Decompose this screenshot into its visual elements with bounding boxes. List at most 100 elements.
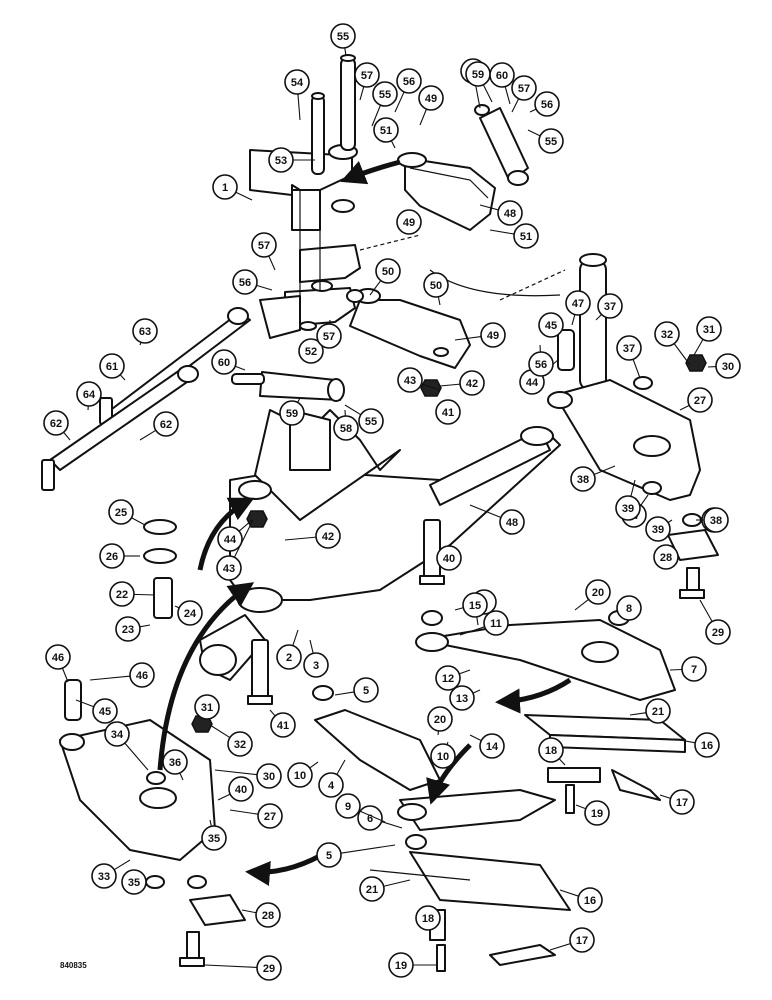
callout-circle bbox=[616, 335, 642, 361]
callout-number: 60 bbox=[496, 70, 508, 82]
callout-number: 40 bbox=[235, 784, 247, 796]
callout-number: 18 bbox=[545, 745, 557, 757]
callout-circle bbox=[715, 353, 741, 379]
callout-number: 50 bbox=[430, 280, 442, 292]
callout-12: 12 bbox=[435, 665, 471, 691]
leader-line bbox=[284, 536, 317, 541]
callout-number: 57 bbox=[361, 70, 373, 82]
callout-circle bbox=[177, 600, 203, 626]
leader-line bbox=[419, 108, 427, 126]
callout-43: 43 bbox=[397, 367, 441, 393]
callout-circle bbox=[129, 662, 155, 688]
callout-circle bbox=[462, 592, 488, 618]
callout-number: 15 bbox=[469, 600, 481, 612]
callout-circle bbox=[415, 905, 441, 931]
leader-line bbox=[476, 616, 479, 626]
leader-line bbox=[699, 599, 713, 622]
callout-circle bbox=[303, 652, 329, 678]
callout-circle bbox=[435, 399, 461, 425]
callout-50: 50 bbox=[369, 258, 401, 296]
leader-line bbox=[309, 639, 314, 654]
leader-line bbox=[381, 821, 403, 829]
callout-number: 52 bbox=[305, 346, 317, 358]
callout-55: 55 bbox=[330, 23, 356, 57]
callout-51: 51 bbox=[373, 117, 399, 149]
callout-circle bbox=[397, 367, 423, 393]
callout-number: 8 bbox=[626, 603, 632, 615]
callout-43: 43 bbox=[216, 519, 254, 581]
callout-number: 21 bbox=[366, 884, 378, 896]
callout-57: 57 bbox=[251, 232, 277, 271]
callout-7: 7 bbox=[669, 656, 707, 682]
callout-circle bbox=[489, 62, 515, 88]
callout-9: 9 bbox=[335, 793, 386, 823]
callout-number: 21 bbox=[652, 706, 664, 718]
callout-number: 1 bbox=[222, 182, 228, 194]
leader-line bbox=[336, 759, 346, 775]
callout-circle bbox=[645, 516, 671, 542]
callout-circle bbox=[584, 800, 610, 826]
callout-number: 46 bbox=[52, 652, 64, 664]
callout-number: 31 bbox=[703, 324, 715, 336]
callout-30: 30 bbox=[214, 763, 282, 789]
callout-layer: 1234556788910101112131415161617171818191… bbox=[43, 23, 741, 981]
main-axle-frame bbox=[199, 409, 561, 681]
callout-number: 10 bbox=[437, 751, 449, 763]
callout-number: 61 bbox=[106, 361, 118, 373]
leader-line bbox=[334, 691, 355, 696]
callout-number: 57 bbox=[323, 331, 335, 343]
callout-19: 19 bbox=[388, 952, 438, 978]
leader-line bbox=[669, 668, 683, 671]
callout-circle bbox=[99, 353, 125, 379]
leader-line bbox=[629, 712, 647, 716]
callout-21: 21 bbox=[629, 698, 671, 724]
leader-line bbox=[214, 769, 258, 776]
callout-28: 28 bbox=[653, 544, 679, 570]
callout-number: 24 bbox=[184, 608, 197, 620]
callout-54: 54 bbox=[284, 69, 310, 121]
callout-circle bbox=[388, 952, 414, 978]
callout-number: 27 bbox=[694, 395, 706, 407]
callout-circle bbox=[577, 887, 603, 913]
callout-number: 62 bbox=[160, 419, 172, 431]
callout-49: 49 bbox=[396, 209, 422, 235]
callout-circle bbox=[696, 316, 722, 342]
callout-6: 6 bbox=[357, 805, 403, 831]
callout-number: 27 bbox=[264, 811, 276, 823]
callout-number: 54 bbox=[291, 77, 304, 89]
callout-circle bbox=[569, 927, 595, 953]
callout-number: 5 bbox=[363, 685, 369, 697]
leader-line bbox=[679, 739, 696, 744]
callout-59: 59 bbox=[465, 61, 493, 103]
leader-line bbox=[63, 431, 71, 441]
callout-circle bbox=[315, 523, 341, 549]
callout-circle bbox=[228, 776, 254, 802]
callout-circle bbox=[276, 644, 302, 670]
callout-number: 2 bbox=[286, 652, 292, 664]
callout-number: 5 bbox=[326, 850, 332, 862]
leader-line bbox=[439, 383, 461, 387]
bushings bbox=[145, 215, 702, 889]
callout-62: 62 bbox=[43, 410, 71, 441]
callout-4: 4 bbox=[318, 759, 346, 798]
leader-line bbox=[113, 859, 131, 871]
callout-circle bbox=[279, 400, 305, 426]
callout-number: 6 bbox=[367, 813, 373, 825]
callout-number: 55 bbox=[379, 89, 391, 101]
callout-number: 35 bbox=[128, 877, 140, 889]
callout-2: 2 bbox=[276, 629, 302, 670]
clamp-right bbox=[667, 529, 719, 599]
callout-circle bbox=[354, 62, 380, 88]
callout-circle bbox=[216, 555, 242, 581]
callout-circle bbox=[268, 147, 294, 173]
leader-line bbox=[459, 669, 471, 675]
callout-circle bbox=[435, 665, 461, 691]
callout-number: 33 bbox=[98, 871, 110, 883]
swing-link-upper bbox=[397, 152, 496, 231]
leader-line bbox=[241, 909, 257, 914]
leader-line bbox=[371, 104, 381, 127]
callout-29: 29 bbox=[699, 599, 731, 645]
callout-circle bbox=[270, 712, 296, 738]
callout-57: 57 bbox=[354, 62, 380, 101]
